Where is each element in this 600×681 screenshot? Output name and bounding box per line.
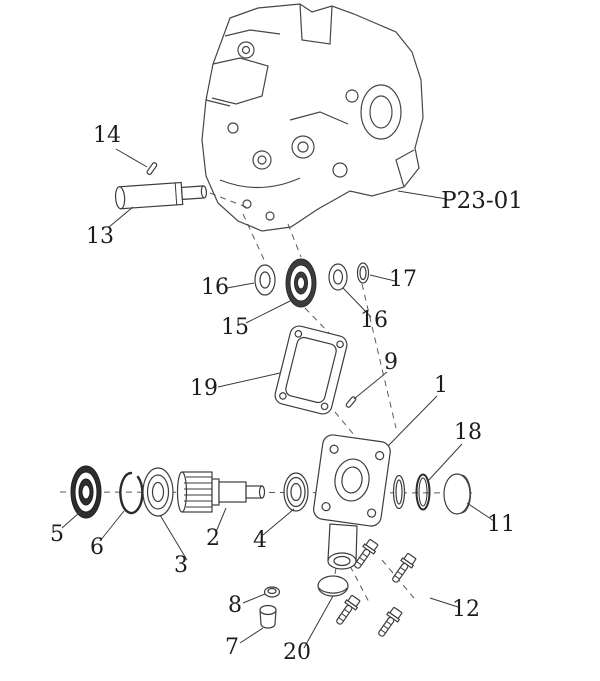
callout-13: 13	[86, 224, 114, 249]
callout-8: 8	[228, 593, 242, 618]
part-cap-20	[317, 575, 349, 597]
callout-11: 11	[487, 512, 515, 537]
part-bolt-12-d	[378, 606, 403, 637]
part-gasket-19	[274, 325, 348, 415]
callout-19: 19	[190, 376, 218, 401]
part-shaft-13	[114, 181, 208, 210]
callout-16-right: 16	[360, 308, 388, 333]
callout-3: 3	[174, 553, 188, 578]
part-bolt-12-c	[336, 594, 361, 625]
callout-6: 6	[90, 535, 104, 560]
part-pin-9	[345, 396, 357, 408]
part-oring-18	[415, 473, 431, 511]
part-bolt-12-b	[392, 552, 417, 583]
part-gearshaft-2	[176, 471, 266, 513]
part-bearing-16-left	[254, 264, 276, 296]
callout-1: 1	[434, 373, 448, 398]
part-pin-14	[146, 162, 158, 175]
callout-labels: 14 13 P23-01 16 15 16 17 19 9 1 18 5 6 3…	[50, 123, 523, 665]
part-plug-8	[263, 586, 281, 598]
part-housing-1	[313, 434, 391, 570]
part-bearing-16-right	[328, 263, 348, 291]
callout-5: 5	[50, 522, 64, 547]
callout-12: 12	[452, 597, 480, 622]
gearbox-housing-drawing	[201, 3, 424, 232]
callout-4: 4	[253, 528, 267, 553]
callout-2: 2	[206, 526, 220, 551]
part-race-ring	[392, 474, 406, 510]
part-seal-5	[70, 465, 102, 519]
part-bearing-3	[142, 467, 174, 517]
callout-14: 14	[93, 123, 121, 148]
part-ring-17	[356, 262, 370, 284]
part-plug-7	[259, 604, 277, 629]
callout-15: 15	[221, 315, 249, 340]
part-bearing-15	[285, 258, 317, 308]
part-circlip-6	[119, 471, 144, 515]
callout-7: 7	[225, 635, 239, 660]
part-bolt-12-a	[354, 538, 379, 569]
part-bearing-4	[283, 472, 309, 512]
callout-17: 17	[389, 267, 417, 292]
part-number-label: P23-01	[441, 188, 523, 214]
part-cap-11	[443, 473, 472, 515]
callout-9: 9	[384, 350, 398, 375]
callout-18: 18	[454, 420, 482, 445]
leader-lines	[61, 148, 495, 649]
callout-20: 20	[283, 640, 311, 665]
callout-16-left: 16	[201, 275, 229, 300]
